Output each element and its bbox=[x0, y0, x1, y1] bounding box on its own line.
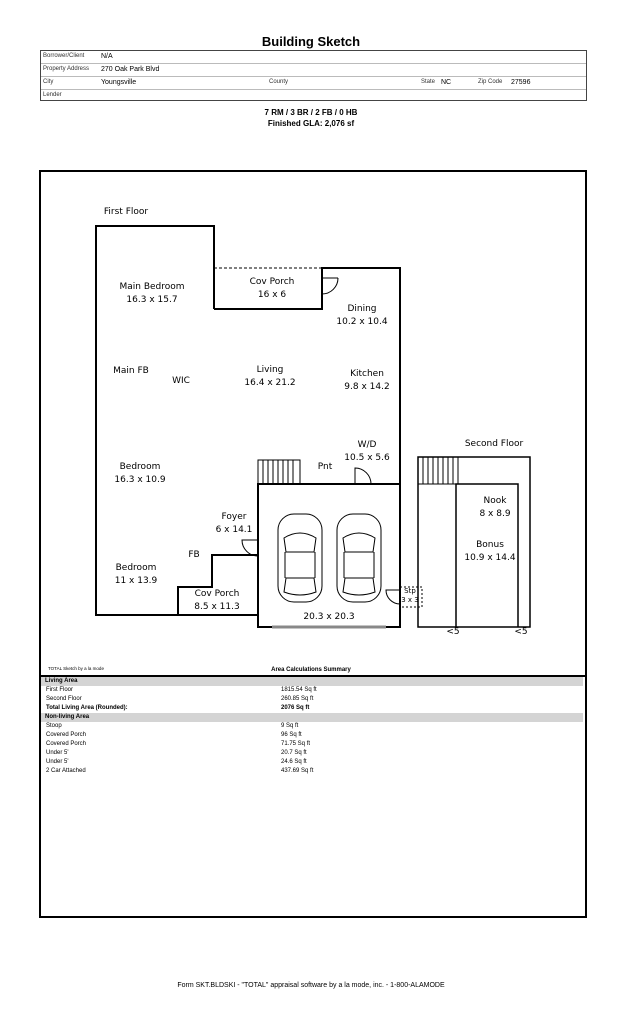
under5-left-label: <5 bbox=[446, 627, 460, 637]
city-row: City Youngsville County State NC Zip Code 2759… bbox=[41, 77, 586, 90]
state-label: State bbox=[421, 79, 436, 85]
room-pantry: Pnt bbox=[317, 462, 333, 472]
door-swing-stoop bbox=[385, 589, 401, 605]
area-summary-title: Area Calculations Summary bbox=[271, 667, 351, 673]
second-floor-label: Second Floor bbox=[464, 439, 524, 449]
room-main-fb: Main FB bbox=[113, 366, 149, 376]
sketch-credit: TOTAL Sketch by a la mode bbox=[48, 666, 104, 671]
total-living-row: Total Living Area (Rounded):2076 Sq ft bbox=[46, 705, 310, 711]
garage-outline bbox=[257, 483, 401, 628]
under5-walls bbox=[455, 483, 519, 627]
second-floor-outline bbox=[417, 456, 531, 628]
stairs-first-floor bbox=[257, 459, 301, 485]
table-row: Under 5'20.7 Sq ft bbox=[46, 750, 307, 756]
form-footer: Form SKT.BLDSKI - "TOTAL" appraisal soft… bbox=[177, 982, 445, 989]
state-value: NC bbox=[441, 79, 452, 86]
nonliving-area-header: Non-living Area bbox=[41, 713, 583, 722]
door-swing-wd bbox=[354, 467, 372, 485]
door-swing-foyer bbox=[241, 539, 259, 557]
lender-row: Lender bbox=[41, 90, 586, 102]
foyer-wall bbox=[177, 554, 258, 615]
county-label: County bbox=[269, 79, 289, 85]
borrower-value: N/A bbox=[101, 53, 113, 60]
city-label: City bbox=[43, 79, 54, 85]
living-area-header: Living Area bbox=[41, 677, 583, 686]
car-icon bbox=[336, 513, 382, 603]
page-title: Building Sketch bbox=[261, 34, 361, 49]
borrower-row: Borrower/Client N/A bbox=[41, 51, 586, 64]
first-floor-outline bbox=[95, 225, 215, 616]
room-wic: WIC bbox=[172, 376, 190, 386]
zip-value: 27596 bbox=[511, 79, 531, 86]
address-row: Property Address 270 Oak Park Blvd bbox=[41, 64, 586, 77]
lender-label: Lender bbox=[43, 92, 62, 98]
address-label: Property Address bbox=[43, 66, 90, 72]
first-floor-label: First Floor bbox=[103, 207, 149, 217]
room-summary: 7 RM / 3 BR / 2 FB / 0 HB bbox=[264, 108, 358, 117]
car-icon bbox=[277, 513, 323, 603]
sketch-frame bbox=[39, 170, 587, 918]
stairs-second-floor bbox=[417, 456, 459, 485]
table-row: Under 5'24.6 Sq ft bbox=[46, 759, 307, 765]
stoop-outline bbox=[399, 586, 423, 608]
address-value: 270 Oak Park Blvd bbox=[101, 66, 160, 73]
room-garage: 20.3 x 20.3 bbox=[303, 612, 355, 622]
borrower-label: Borrower/Client bbox=[43, 53, 85, 59]
room-fb: FB bbox=[188, 550, 200, 560]
city-value: Youngsville bbox=[101, 79, 137, 86]
property-info-table: Borrower/Client N/A Property Address 270 O… bbox=[40, 50, 587, 101]
under5-right-label: <5 bbox=[514, 627, 528, 637]
zip-label: Zip Code bbox=[478, 79, 503, 85]
door-swing-porch bbox=[321, 277, 339, 295]
gla-summary: Finished GLA: 2,076 sf bbox=[267, 119, 355, 128]
